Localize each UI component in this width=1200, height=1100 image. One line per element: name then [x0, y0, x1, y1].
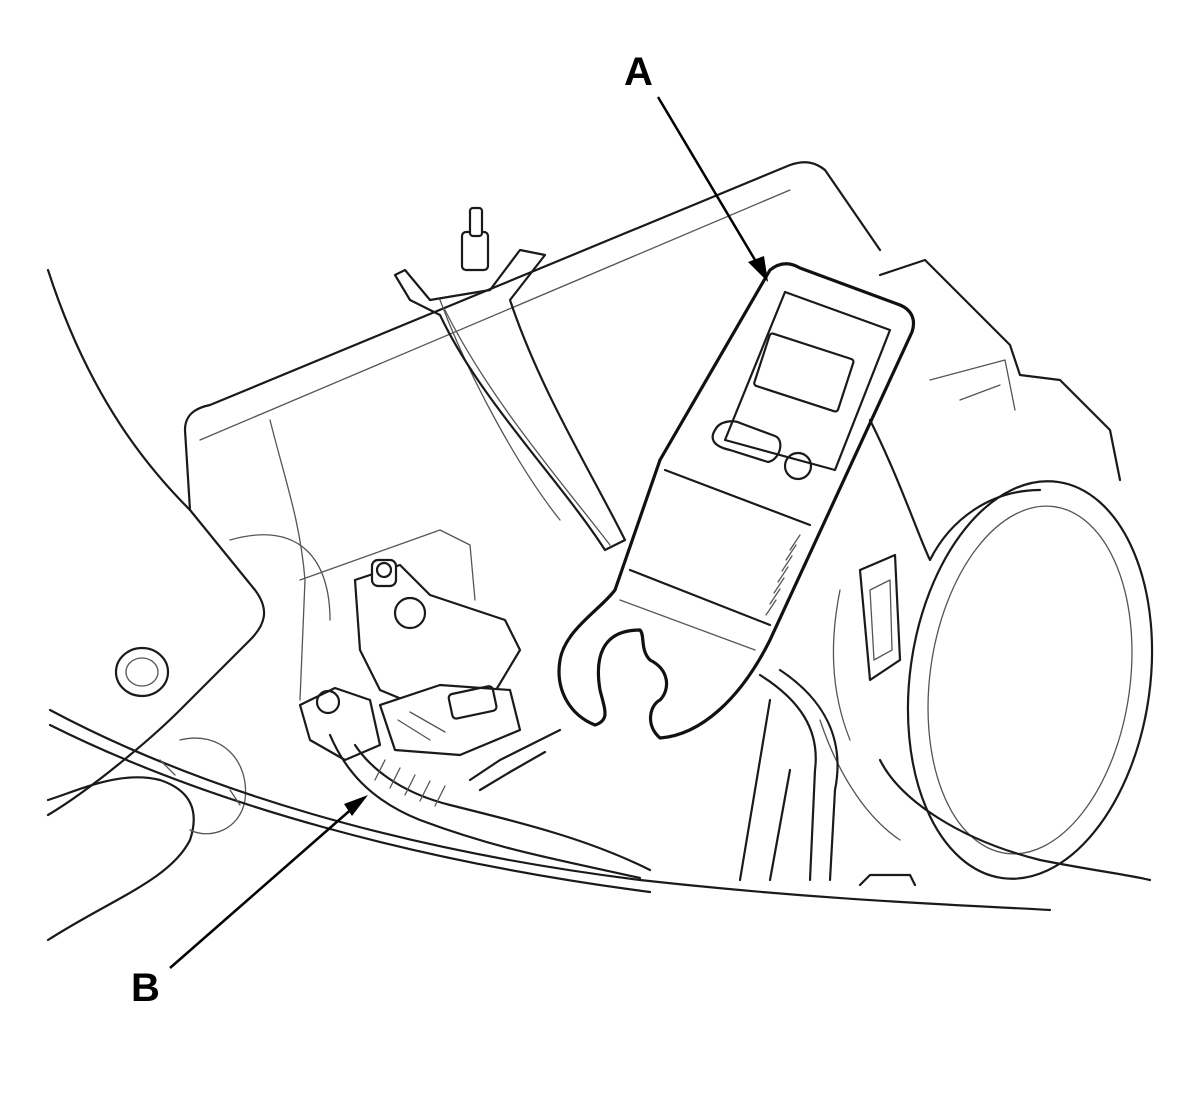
hold-down-bracket: [393, 206, 627, 552]
callout-label-a: A: [624, 50, 653, 94]
clamp-tester: [557, 262, 916, 740]
ground-cable: [328, 728, 652, 880]
front-cross-member: [48, 668, 1052, 912]
battery-terminal: [298, 558, 522, 762]
fender-panel: [46, 268, 266, 942]
battery-case: [183, 161, 882, 701]
callout-label-b: B: [131, 966, 160, 1010]
throttle-body: [819, 258, 1154, 882]
callout-leader-b: [169, 795, 368, 969]
callout-leader-a: [656, 96, 768, 282]
